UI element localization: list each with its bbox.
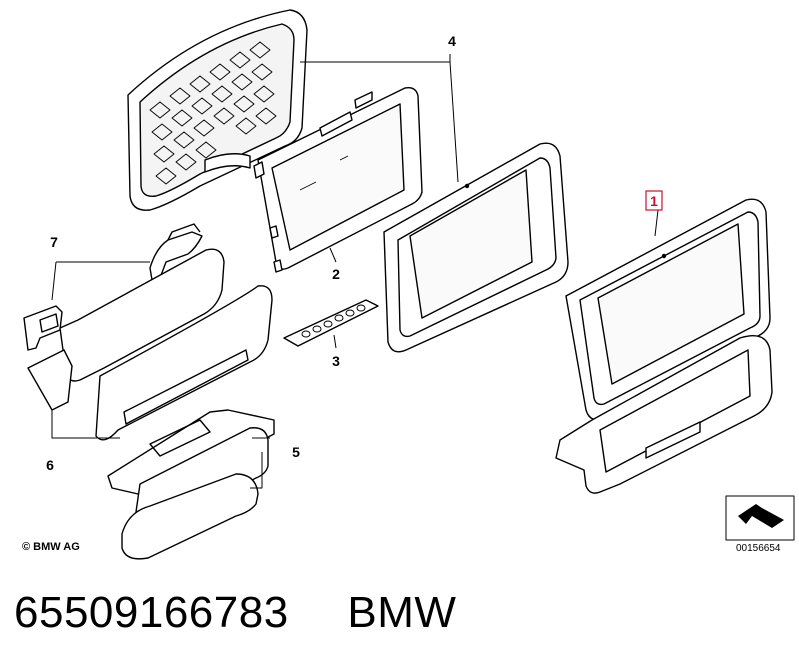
callout-3: 3 (332, 353, 340, 369)
callout-1: 1 (650, 193, 658, 209)
callout-5: 5 (292, 444, 300, 460)
copyright-notice: © BMW AG (22, 541, 80, 553)
front-frame-part (383, 142, 569, 353)
lcd-panel-part (253, 86, 423, 273)
rear-cover-part (127, 9, 308, 211)
bracket-parts (107, 409, 275, 560)
callout-1-box (645, 190, 663, 211)
callout-7: 7 (50, 234, 58, 250)
brand-name: BMW (347, 588, 457, 637)
part-number: 65509166783 (14, 588, 289, 637)
footer-caption: 65509166783 BMW (14, 588, 794, 648)
callout-labels: 1 2 3 4 5 6 7 (46, 33, 663, 473)
callout-2: 2 (332, 266, 340, 282)
complete-assembly-part (555, 198, 773, 494)
exploded-parts-diagram: 1 2 3 4 5 6 7 (23, 9, 795, 560)
button-strip-part (283, 299, 379, 347)
reference-arrow-icon (725, 495, 795, 541)
callout-4: 4 (448, 33, 456, 49)
clip-parts (23, 223, 203, 351)
lower-trim-part (27, 248, 273, 441)
leader-lines (51, 54, 659, 489)
diagram-reference-number: 00156654 (736, 543, 781, 554)
callout-6: 6 (46, 457, 54, 473)
